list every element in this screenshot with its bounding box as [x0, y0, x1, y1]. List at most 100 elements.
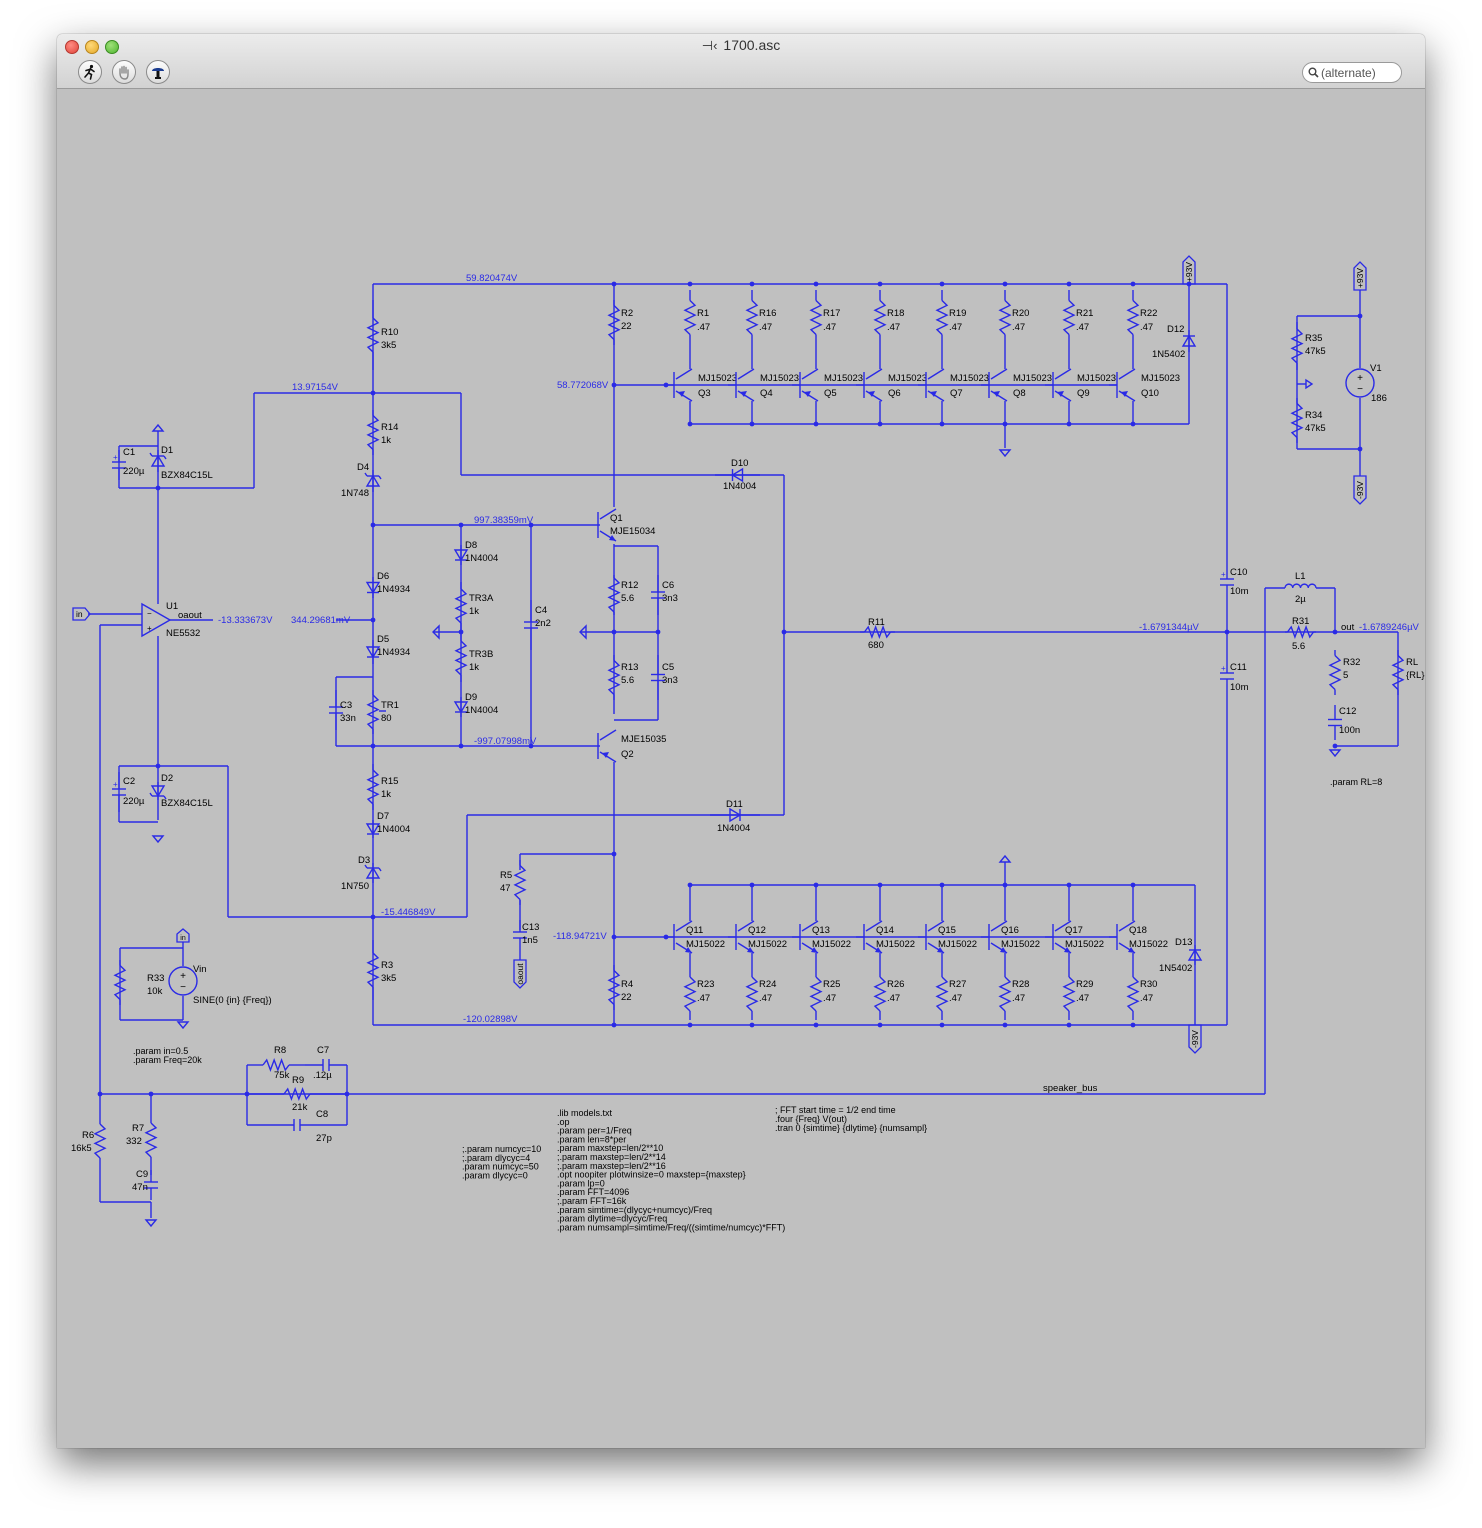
net-flag-m93-bottom[interactable]: -93V — [1188, 1024, 1202, 1054]
resistor-r16[interactable]: R16.47 — [745, 290, 776, 369]
resistor-r26[interactable]: R26.47 — [873, 968, 904, 1020]
resistor-r21[interactable]: R21.47 — [1062, 290, 1093, 369]
resistor-r20[interactable]: R20.47 — [998, 290, 1029, 369]
resistor-r17[interactable]: R17.47 — [809, 290, 840, 369]
net-flag-m93-supply[interactable]: -93V — [1353, 475, 1367, 505]
resistor-rl[interactable]: RL{RL} — [1391, 650, 1425, 695]
zoom-button[interactable] — [105, 40, 119, 54]
minimize-button[interactable] — [85, 40, 99, 54]
net-flag-p93-top[interactable]: +93V — [1182, 255, 1196, 285]
resistor-r29[interactable]: R29.47 — [1062, 968, 1093, 1020]
net-flag-in-src[interactable]: in — [176, 928, 190, 943]
resistor-r1[interactable]: R1.47 — [683, 290, 710, 369]
resistor-r30[interactable]: R30.47 — [1126, 968, 1157, 1020]
run-button[interactable] — [78, 60, 102, 84]
capacitor-c7[interactable]: C7.12µ — [305, 1045, 347, 1081]
resistor-r18[interactable]: R18.47 — [873, 290, 904, 369]
halt-button[interactable] — [112, 60, 136, 84]
resistor-r24[interactable]: R24.47 — [745, 968, 776, 1020]
search-field[interactable] — [1302, 62, 1402, 83]
net-flag-oaout-c13[interactable]: oaout — [513, 959, 527, 989]
resistor-r22[interactable]: R22.47 — [1126, 290, 1157, 369]
resistor-r25[interactable]: R25.47 — [809, 968, 840, 1020]
search-input[interactable] — [1321, 64, 1399, 81]
net-flag-p93-supply[interactable]: +93V — [1353, 261, 1367, 291]
net-flag-in[interactable]: in — [72, 607, 91, 621]
schematic-drawing[interactable]: R103k5R141kD41N748D61N4934D51N4934TR180C… — [57, 89, 1425, 1448]
probe-button[interactable] — [146, 60, 170, 84]
resistor-r19[interactable]: R19.47 — [935, 290, 966, 369]
resistor-r27[interactable]: R27.47 — [935, 968, 966, 1020]
resistor-r23[interactable]: R23.47 — [683, 968, 714, 1020]
resistor-r28[interactable]: R28.47 — [998, 968, 1029, 1020]
close-button[interactable] — [65, 40, 79, 54]
